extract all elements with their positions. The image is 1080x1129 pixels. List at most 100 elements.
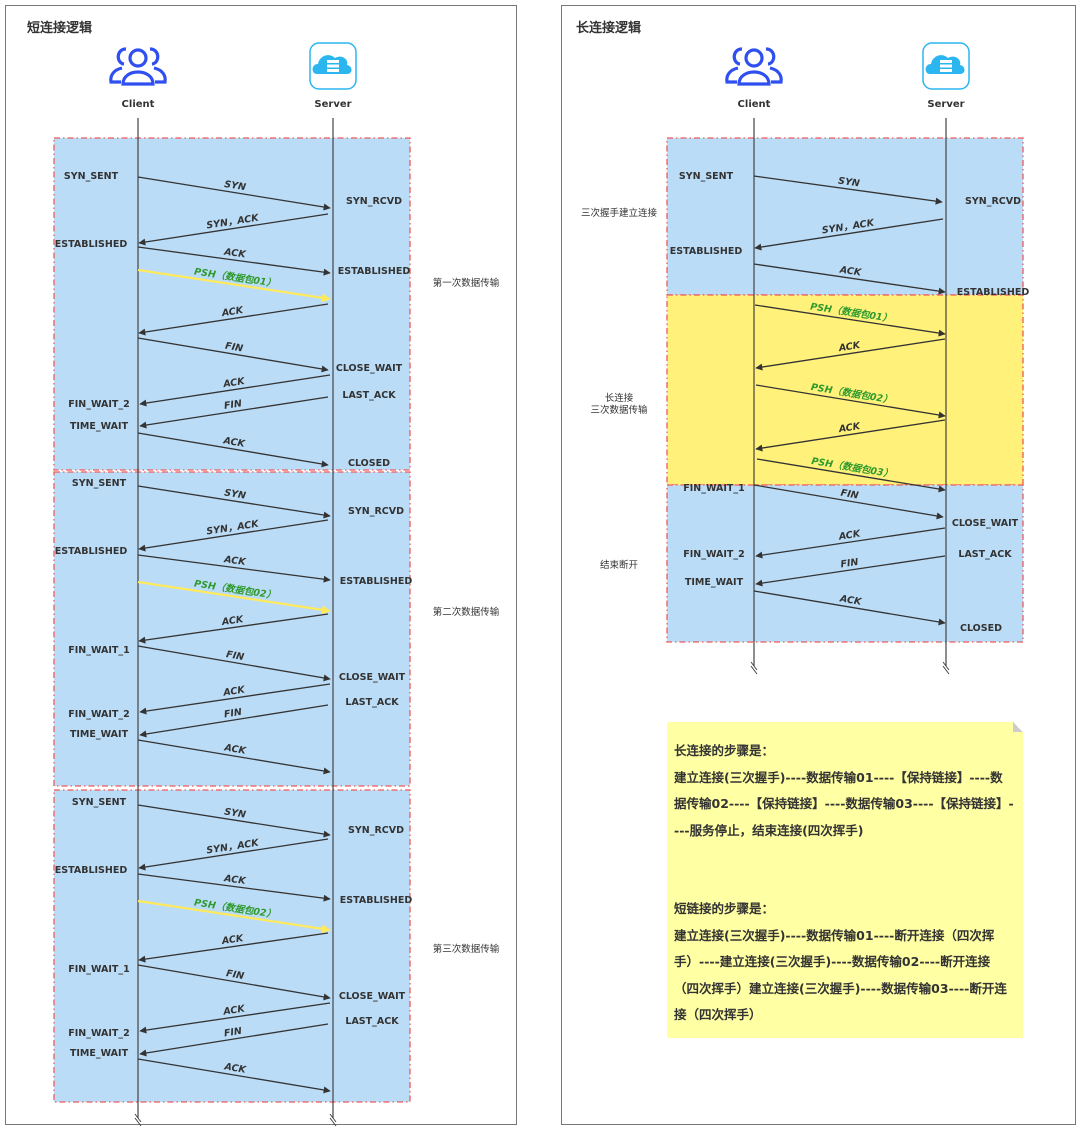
client-label: Client [738, 99, 771, 110]
server-state-label: CLOSE_WAIT [339, 672, 406, 683]
client-state-label: SYN_SENT [64, 171, 119, 182]
message-arrow [138, 303, 329, 336]
server-state-label: SYN_RCVD [348, 825, 404, 836]
client-state-label: FIN_WAIT_2 [68, 709, 130, 720]
server-state-label: SYN_RCVD [348, 506, 404, 517]
message-label: FIN [223, 398, 242, 412]
server-label: Server [314, 99, 351, 110]
phase-block [53, 789, 411, 1103]
message-label: FIN [225, 649, 245, 663]
message-arrow [139, 704, 329, 738]
message-label: ACK [222, 435, 247, 450]
psh-message-arrow [754, 304, 946, 337]
short-panel-title: 短连接逻辑 [27, 20, 92, 36]
phase-block [666, 294, 1024, 486]
client-state-label: TIME_WAIT [70, 1048, 129, 1059]
message-label: SYN [837, 176, 860, 190]
message-arrow [137, 645, 331, 682]
server-state-label: SYN_RCVD [965, 196, 1021, 207]
server-state-label: CLOSE_WAIT [336, 363, 403, 374]
message-arrow [138, 838, 329, 871]
message-label: FIN [840, 557, 859, 571]
message-arrow [139, 396, 329, 429]
message-label: SYN [223, 179, 246, 193]
message-arrow [137, 246, 331, 276]
message-label: FIN [840, 488, 860, 502]
client-label: Client [122, 99, 155, 110]
message-arrow [139, 1002, 331, 1034]
short-steps-text: 建立连接(三次握手)----数据传输01----断开连接（四次挥手）----建立… [674, 927, 1007, 1023]
client-state-label: FIN_WAIT_2 [68, 1028, 130, 1039]
message-arrow [137, 964, 331, 1001]
message-arrow [753, 484, 944, 520]
client-state-label: FIN_WAIT_1 [68, 645, 130, 656]
message-arrow [755, 338, 946, 371]
message-arrow [754, 218, 944, 251]
client-icon [725, 47, 783, 86]
psh-message-arrow [756, 458, 946, 493]
phase-side-label: 三次数据传输 [590, 404, 648, 416]
message-arrow [753, 263, 946, 295]
client-state-label: SYN_SENT [72, 478, 127, 489]
message-arrow [753, 590, 946, 626]
message-arrow [138, 932, 329, 963]
server-state-label: CLOSE_WAIT [952, 518, 1019, 529]
message-label: ACK [223, 873, 247, 887]
server-rack [327, 64, 339, 68]
message-arrow [753, 175, 943, 205]
message-label: ACK [222, 1003, 246, 1017]
server-rack [940, 64, 952, 68]
message-label: ACK [220, 305, 244, 319]
message-label: ACK [220, 614, 244, 628]
message-arrow [755, 527, 946, 559]
client-state-label: SYN_SENT [72, 797, 127, 808]
phase-side-label: 第三次数据传输 [433, 943, 500, 955]
server-rack [940, 69, 952, 72]
psh-message-arrow [137, 268, 331, 303]
message-arrow [139, 374, 331, 407]
lifeline-end-mark [134, 1113, 142, 1127]
message-arrow [139, 683, 331, 715]
long-steps-text: 建立连接(三次握手)----数据传输01----【保持链接】----数据传输02… [674, 769, 1014, 838]
message-label: ACK [837, 528, 861, 542]
message-arrow [138, 613, 329, 644]
server-state-label: CLOSED [348, 458, 390, 469]
phase-side-label: 长连接 [605, 392, 634, 404]
server-state-label: SYN_RCVD [346, 196, 402, 207]
server-state-label: LAST_ACK [345, 1016, 399, 1027]
message-label: SYN [223, 806, 246, 820]
server-cloud-icon [309, 42, 357, 90]
client-state-label: FIN_WAIT_1 [683, 483, 745, 494]
client-state-label: TIME_WAIT [685, 577, 744, 588]
message-label: ACK [223, 1061, 248, 1076]
message-label: SYN [223, 487, 246, 501]
lifeline-end-mark [329, 1113, 337, 1127]
message-label: ACK [838, 593, 863, 608]
message-arrow [137, 804, 331, 838]
phase-block [666, 484, 1024, 643]
client-state-label: ESTABLISHED [55, 546, 128, 557]
server-rack [940, 60, 952, 63]
server-state-label: CLOSED [960, 623, 1002, 634]
user-left [109, 47, 127, 84]
server-state-label: ESTABLISHED [338, 266, 411, 277]
message-label: ACK [223, 247, 247, 261]
server-state-label: LAST_ACK [958, 549, 1012, 560]
message-arrow [137, 176, 331, 211]
client-state-label: SYN_SENT [679, 171, 734, 182]
message-label: FIN [225, 968, 245, 982]
lifeline-end-mark [942, 661, 950, 675]
phase-side-label: 第一次数据传输 [433, 277, 500, 289]
message-label: ACK [223, 554, 247, 568]
psh-message-arrow [137, 899, 331, 934]
server-state-label: ESTABLISHED [340, 895, 413, 906]
user-left [725, 47, 743, 84]
message-label: ACK [837, 340, 861, 354]
server-state-label: LAST_ACK [345, 697, 399, 708]
client-state-label: FIN_WAIT_1 [68, 964, 130, 975]
message-arrow [138, 213, 329, 246]
message-arrow [137, 337, 329, 373]
user-head [744, 48, 764, 68]
message-label: ACK [837, 421, 861, 435]
